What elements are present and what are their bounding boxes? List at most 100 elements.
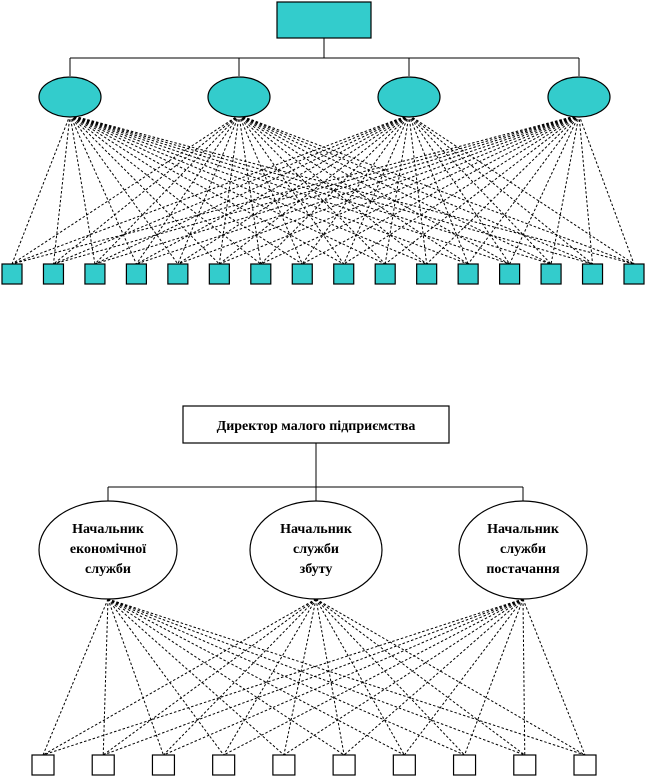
director-label: Директор малого підприємства	[217, 419, 416, 434]
top-dashed-link	[94, 114, 410, 265]
top-worker-box	[167, 263, 189, 285]
top-dashed-link	[53, 114, 410, 265]
top-director-box	[276, 1, 372, 39]
bottom-diagram: Директор малого підприємства Начальник е…	[31, 405, 597, 776]
top-dashed-link	[426, 114, 580, 265]
manager-sales-label-line-3: збуту	[300, 562, 333, 577]
manager-supply-label-line-1: Начальник	[487, 522, 560, 537]
bottom-dashed-link	[107, 598, 345, 756]
bottom-worker-box	[272, 754, 296, 776]
top-workers	[1, 263, 645, 285]
top-dashed-link	[238, 114, 262, 265]
top-dashed-link	[94, 114, 580, 265]
top-dashed-link	[177, 114, 240, 265]
top-manager-ellipse	[207, 76, 271, 118]
bottom-dashed-link	[42, 598, 524, 756]
bottom-dashed-link	[102, 598, 109, 756]
manager-sales-label-line-1: Начальник	[280, 522, 353, 537]
top-worker-box	[416, 263, 438, 285]
top-worker-box	[540, 263, 562, 285]
manager-economic-ellipse	[38, 500, 178, 600]
top-dashed-link	[69, 114, 179, 265]
top-dashed-link	[136, 114, 580, 265]
top-dashed-link	[69, 114, 593, 265]
top-worker-box	[333, 263, 355, 285]
bottom-dashed-link	[403, 598, 524, 756]
bottom-dashed-link	[42, 598, 317, 756]
top-dashed-link	[260, 114, 580, 265]
top-worker-box	[374, 263, 396, 285]
top-dashed-link	[69, 114, 635, 265]
top-dashed-link	[11, 114, 580, 265]
top-worker-box	[208, 263, 230, 285]
bottom-dashed-link	[223, 598, 524, 756]
top-dashed-link	[550, 114, 580, 265]
bottom-dashed-link	[464, 598, 524, 756]
bottom-dashed-link	[163, 598, 317, 756]
top-manager-ellipse	[547, 76, 611, 118]
bottom-worker-box	[392, 754, 416, 776]
top-worker-box	[125, 263, 148, 285]
top-dashed-link	[11, 114, 410, 265]
top-dashed-link	[238, 114, 635, 265]
bottom-dashed-link	[42, 598, 109, 756]
top-connections-solid	[69, 38, 580, 76]
bottom-worker-box	[513, 754, 537, 776]
top-worker-box	[84, 263, 106, 285]
top-dashed-link	[219, 114, 580, 265]
top-dashed-link	[408, 114, 469, 265]
top-managers	[38, 76, 611, 118]
manager-sales-label-line-2: служби	[293, 542, 339, 557]
top-dashed-link	[238, 114, 552, 265]
bottom-dashed-link	[315, 598, 405, 756]
top-dashed-link	[509, 114, 580, 265]
bottom-dashed-link	[107, 598, 225, 756]
top-dashed-link	[218, 114, 240, 265]
top-dashed-link	[135, 114, 240, 265]
top-dashed-link	[343, 114, 410, 265]
manager-economic-label-line-2: економічної	[70, 542, 146, 557]
top-worker-box	[623, 263, 645, 285]
bottom-dashed-link	[315, 598, 465, 756]
top-dashed-link	[301, 114, 410, 265]
top-dashed-link	[69, 114, 137, 265]
top-dashed-link	[69, 114, 303, 265]
bottom-dashed-link	[107, 598, 164, 756]
top-dashed-link	[69, 114, 96, 265]
top-dashed-link	[11, 114, 240, 265]
top-dashed-link	[219, 114, 410, 265]
bottom-worker-box	[151, 754, 176, 776]
top-dashed-link	[238, 114, 386, 265]
bottom-dashed-link	[522, 598, 526, 756]
bottom-workers	[31, 754, 597, 776]
top-manager-ellipse	[38, 76, 102, 118]
top-dashed-link	[69, 114, 510, 265]
bottom-dashed-link	[223, 598, 317, 756]
bottom-dashed-link	[163, 598, 524, 756]
top-dashed-link	[302, 114, 580, 265]
bottom-dashed-link	[107, 598, 465, 756]
bottom-dashed-link	[522, 598, 586, 756]
top-manager-ellipse	[377, 76, 441, 118]
bottom-dashed-link	[107, 598, 405, 756]
top-worker-box	[250, 263, 272, 285]
top-dashed-link	[343, 114, 580, 265]
top-dashed-link	[408, 114, 511, 265]
top-dashed-link	[238, 114, 469, 265]
top-dashed-link	[69, 114, 427, 265]
manager-economic-label-line-3: служби	[85, 562, 131, 577]
bottom-worker-box	[31, 754, 55, 776]
top-dashed-link	[408, 114, 552, 265]
manager-supply-label-line-2: служби	[500, 542, 546, 557]
bottom-dashed-link	[107, 598, 285, 756]
top-dashed-link	[69, 114, 220, 265]
bottom-connections-dashed	[42, 598, 586, 756]
bottom-dashed-link	[315, 598, 345, 756]
top-dashed-link	[260, 114, 410, 265]
top-connections-dashed	[11, 114, 635, 265]
top-dashed-link	[238, 114, 427, 265]
manager-sales-ellipse	[249, 500, 383, 600]
top-worker-box	[1, 263, 23, 285]
top-dashed-link	[238, 114, 345, 265]
